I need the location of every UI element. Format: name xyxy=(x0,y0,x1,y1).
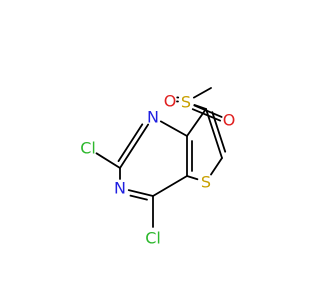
atom-n-top: N xyxy=(147,108,159,127)
atom-o-left: O xyxy=(164,92,177,111)
bonds xyxy=(95,87,227,228)
atom-labels: Cl N N Cl S S O O xyxy=(80,92,235,248)
bond-s-o-right-double xyxy=(191,108,221,122)
molecule-diagram: Cl N N Cl S S O O xyxy=(80,87,235,248)
bond-s-ch3 xyxy=(192,87,212,99)
bond-c6-s1 xyxy=(210,157,223,176)
bond-c4-n3-double xyxy=(129,194,148,201)
bond-s-o-right xyxy=(193,104,223,118)
atom-cl-bottom: Cl xyxy=(145,229,161,248)
atom-o-right: O xyxy=(223,111,236,130)
bond-c2-n1 xyxy=(119,123,150,169)
atom-s-ring: S xyxy=(201,173,211,192)
bond-s1-c3a xyxy=(186,175,199,181)
bond-c3a-c4 xyxy=(152,175,188,197)
bond-cl-c2 xyxy=(95,152,121,169)
bond-n1-c7a xyxy=(159,120,188,137)
bond-c4-n3 xyxy=(127,189,154,197)
atom-s-sulfonyl: S xyxy=(181,93,191,112)
bond-c2-n1-double xyxy=(117,123,144,162)
bond-c7-c6 xyxy=(205,108,223,159)
atom-n-bottom: N xyxy=(114,179,126,198)
atom-cl-top: Cl xyxy=(80,139,96,158)
